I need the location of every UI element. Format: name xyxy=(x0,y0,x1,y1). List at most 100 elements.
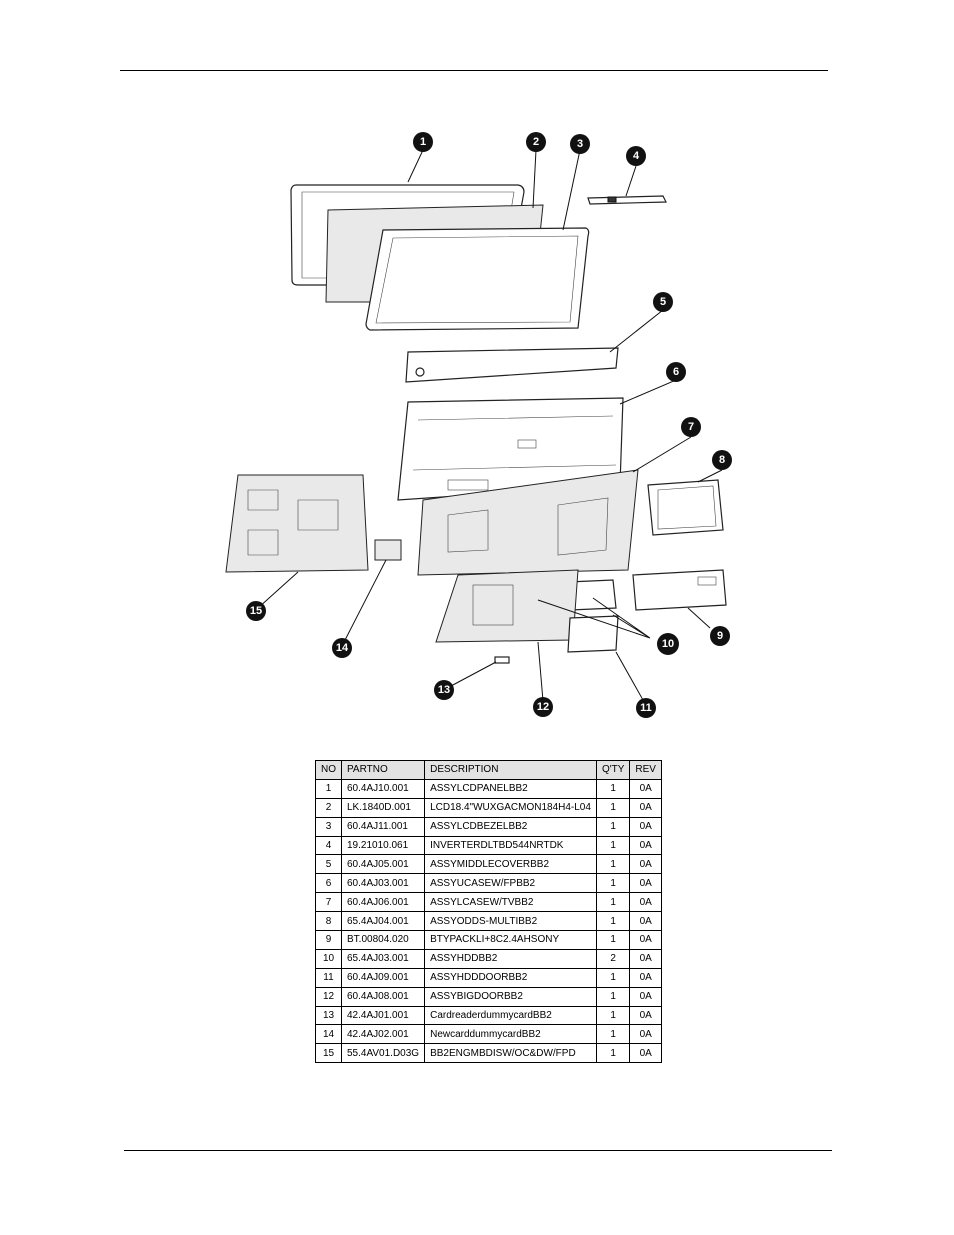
svg-text:13: 13 xyxy=(438,684,450,696)
callout-5: 5 xyxy=(653,292,673,312)
cell-no: 15 xyxy=(315,1043,342,1064)
cell-no: 8 xyxy=(315,911,342,932)
cell-qty: 1 xyxy=(595,1024,631,1045)
cell-rev: 0A xyxy=(629,892,662,913)
cell-qty: 1 xyxy=(595,967,631,988)
cell-partno: 55.4AV01.D03G xyxy=(340,1043,426,1064)
cell-qty: 1 xyxy=(595,1043,631,1064)
svg-text:2: 2 xyxy=(533,136,539,148)
svg-text:4: 4 xyxy=(633,150,640,162)
callout-12: 12 xyxy=(533,697,553,717)
cell-no: 5 xyxy=(315,854,342,875)
cell-partno: 42.4AJ01.001 xyxy=(340,1005,426,1026)
cell-no: 3 xyxy=(315,816,342,837)
cell-qty: 1 xyxy=(595,778,631,799)
cell-partno: 60.4AJ03.001 xyxy=(340,873,426,894)
cell-partno: 60.4AJ09.001 xyxy=(340,967,426,988)
lcd-bezel xyxy=(365,227,590,331)
callout-1: 1 xyxy=(413,132,433,152)
cell-rev: 0A xyxy=(629,1024,662,1045)
cell-rev: 0A xyxy=(629,797,662,818)
cell-partno: 60.4AJ10.001 xyxy=(340,778,426,799)
cell-partno: 42.4AJ02.001 xyxy=(340,1024,426,1045)
cell-description: CardreaderdummycardBB2 xyxy=(424,1005,597,1026)
cell-description: ASSYUCASEW/FPBB2 xyxy=(424,873,597,894)
cell-no: 13 xyxy=(315,1005,342,1026)
cell-rev: 0A xyxy=(629,1005,662,1026)
hdd-door xyxy=(567,615,619,653)
cell-description: ASSYLCASEW/TVBB2 xyxy=(424,892,597,913)
callout-14: 14 xyxy=(332,638,352,658)
inverter-board xyxy=(587,195,667,205)
card-reader-dummy xyxy=(494,656,510,664)
table-header-row: NO PARTNO DESCRIPTION Q'TY REV xyxy=(315,760,662,780)
col-rev-header: REV xyxy=(629,760,662,780)
svg-text:11: 11 xyxy=(640,702,652,714)
cell-partno: 60.4AJ05.001 xyxy=(340,854,426,875)
callout-2: 2 xyxy=(526,132,546,152)
svg-text:12: 12 xyxy=(537,701,549,713)
middle-cover xyxy=(405,347,619,383)
cell-description: ASSYBIGDOORBB2 xyxy=(424,986,597,1007)
cell-description: ASSYLCDBEZELBB2 xyxy=(424,816,597,837)
cell-no: 11 xyxy=(315,967,342,988)
cell-no: 14 xyxy=(315,1024,342,1045)
cell-rev: 0A xyxy=(629,778,662,799)
cell-description: BTYPACKLI+8C2.4AHSONY xyxy=(424,930,597,950)
callout-9: 9 xyxy=(710,626,730,646)
svg-text:14: 14 xyxy=(336,642,349,654)
cell-description: LCD18.4"WUXGACMON184H4-L04 xyxy=(424,797,597,818)
cell-qty: 1 xyxy=(595,854,631,875)
cell-partno: 65.4AJ04.001 xyxy=(340,911,426,932)
callout-15: 15 xyxy=(246,601,266,621)
mainboard xyxy=(225,474,369,573)
newcard-dummy xyxy=(374,539,402,561)
cell-qty: 1 xyxy=(595,873,631,894)
col-qty-header: Q'TY xyxy=(595,760,631,780)
optical-drive xyxy=(647,479,724,536)
cell-no: 9 xyxy=(315,930,342,950)
svg-text:8: 8 xyxy=(719,454,725,466)
cell-qty: 1 xyxy=(595,911,631,932)
cell-no: 12 xyxy=(315,986,342,1007)
exploded-view-diagram: 1 2 3 4 5 6 7 8 9 10 11 12 13 14 15 xyxy=(225,132,732,718)
cell-rev: 0A xyxy=(629,986,662,1007)
lower-case xyxy=(417,469,639,576)
cell-description: ASSYODDS-MULTIBB2 xyxy=(424,911,597,932)
callout-6: 6 xyxy=(666,362,686,382)
cell-rev: 0A xyxy=(629,930,662,950)
cell-partno: 60.4AJ11.001 xyxy=(340,816,426,837)
col-partno-header: PARTNO xyxy=(340,760,426,780)
col-no-header: NO xyxy=(315,760,342,780)
cell-no: 4 xyxy=(315,835,342,856)
cell-partno: 60.4AJ06.001 xyxy=(340,892,426,913)
cell-description: BB2ENGMBDISW/OC&DW/FPD xyxy=(424,1043,597,1064)
cell-description: ASSYLCDPANELBB2 xyxy=(424,778,597,799)
cell-qty: 1 xyxy=(595,1005,631,1026)
cell-no: 10 xyxy=(315,948,342,969)
battery-pack xyxy=(632,569,727,611)
svg-text:3: 3 xyxy=(577,138,583,150)
svg-text:9: 9 xyxy=(717,630,723,642)
cell-qty: 1 xyxy=(595,986,631,1007)
svg-text:10: 10 xyxy=(662,638,674,650)
callout-3: 3 xyxy=(570,134,590,154)
svg-text:1: 1 xyxy=(420,136,426,148)
cell-description: NewcarddummycardBB2 xyxy=(424,1024,597,1045)
cell-rev: 0A xyxy=(629,911,662,932)
col-description-header: DESCRIPTION xyxy=(424,760,597,780)
